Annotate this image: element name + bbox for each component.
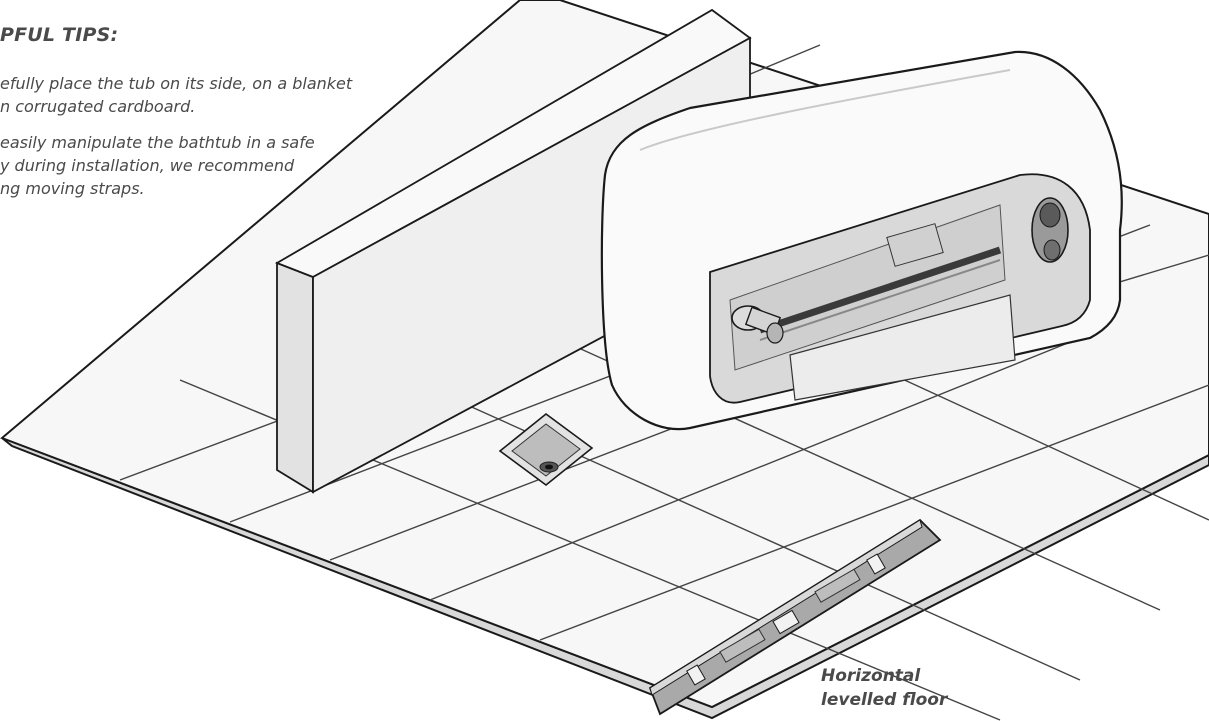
tip-item: efully place the tub on its side, on a b… (0, 72, 440, 118)
tub-drain-fitting (731, 305, 784, 344)
tub-pump-motor (1031, 197, 1069, 263)
tub-frame-rail (758, 246, 1002, 334)
tip-text-line: y during installation, we recommend (0, 156, 295, 175)
spirit-level-tool (648, 518, 942, 716)
tip-text-line: ng moving straps. (0, 179, 145, 198)
floor-label-line: Horizontal (821, 666, 921, 686)
helpful-tips-list: efully place the tub on its side, on a b… (0, 72, 440, 213)
tip-text-line: n corrugated cardboard. (0, 97, 196, 116)
floor-label: Horizontal levelled floor (821, 664, 947, 712)
tip-text-line: easily manipulate the bathtub in a safe (0, 133, 315, 152)
helpful-tips-heading: PFUL TIPS: (0, 24, 119, 46)
bathtub-on-side (600, 50, 1123, 431)
tip-item: easily manipulate the bathtub in a safe … (0, 131, 440, 200)
drain-opening (498, 412, 594, 487)
tip-text-line: efully place the tub on its side, on a b… (0, 74, 353, 93)
floor-label-line: levelled floor (821, 690, 948, 710)
